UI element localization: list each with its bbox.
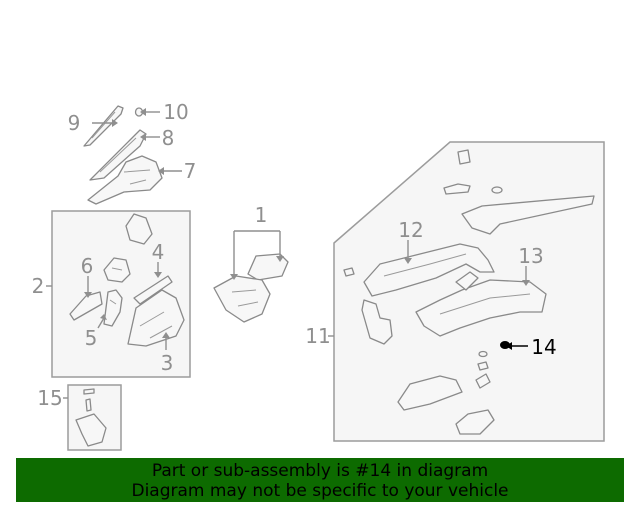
callout-5: 5 [85,326,98,350]
part-13[interactable] [415,271,547,337]
part-15[interactable] [75,388,107,447]
callout-15: 15 [37,386,62,410]
callout-9: 9 [68,111,81,135]
callout-12: 12 [398,218,423,242]
callout-8: 8 [162,126,175,150]
callout-11: 11 [305,324,330,348]
part-5[interactable] [69,289,123,327]
part-4[interactable] [133,275,173,305]
part-11-components[interactable] [343,149,595,435]
part-bracket-upper[interactable] [125,213,153,245]
callout-3: 3 [161,351,174,375]
banner-line-2: Diagram may not be specific to your vehi… [131,481,509,501]
callout-2: 2 [32,274,45,298]
callout-7: 7 [184,159,197,183]
banner-line-1: Part or sub-assembly is #14 in diagram [151,461,489,481]
callout-1: 1 [255,203,268,227]
part-6[interactable] [103,257,131,283]
leader-arrowheads [84,108,530,350]
callout-14: 14 [531,335,556,359]
part-1[interactable] [213,253,289,323]
part-9[interactable] [83,105,124,147]
info-banner: Part or sub-assembly is #14 in diagram D… [16,458,624,502]
callout-13: 13 [518,244,543,268]
part-12[interactable] [363,243,495,297]
callout-6: 6 [81,254,94,278]
callout-4: 4 [152,240,165,264]
callout-10: 10 [163,100,188,124]
part-7[interactable] [87,155,163,205]
part-3[interactable] [127,289,185,347]
